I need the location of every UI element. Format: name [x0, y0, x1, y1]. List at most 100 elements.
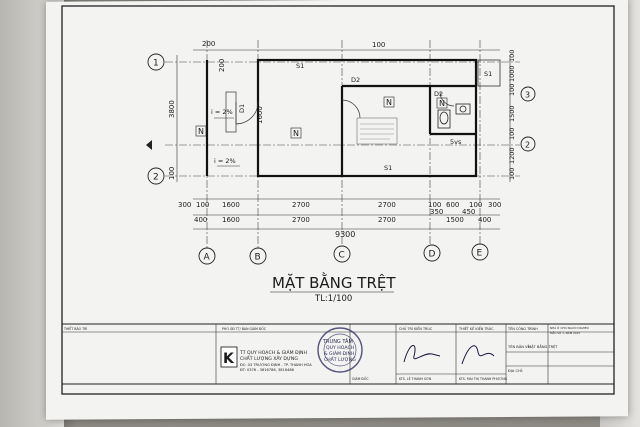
stamp-text: CHẤT LƯỢNG — [324, 355, 356, 363]
dim-text: 1200 — [508, 147, 516, 164]
grid-bubble: E — [477, 249, 483, 259]
dim-text: 300 — [178, 201, 191, 209]
dim-text: 100 — [168, 167, 176, 180]
room-label: N — [439, 99, 445, 108]
dim-text: 350 — [430, 208, 443, 216]
dim-text: 2700 — [292, 216, 310, 224]
dim-text: 2700 — [378, 201, 396, 209]
wc-fixtures — [437, 103, 471, 129]
left-col-header: THIẾT BẢO TRÌ — [63, 325, 87, 331]
dept-header: PHÓ GĐ TT/ BAN GIÁM ĐỐC — [222, 326, 267, 331]
dim-text: 400 — [194, 216, 207, 224]
grid-bubbles-side: 1 2 3 2 — [147, 53, 536, 185]
grid-bubble: D — [429, 250, 436, 260]
window-label: S1 — [484, 70, 492, 78]
dim-text: 200 — [202, 40, 215, 48]
designer-name: KTS. LÊ THANH SƠN — [399, 376, 432, 381]
room-label: N — [386, 98, 392, 107]
col-header: CHỦ TRÌ KIẾN TRÚC — [399, 325, 433, 331]
address-label: ĐỊA CHỈ: — [508, 368, 523, 373]
company-address: ĐC: 03 TRƯƠNG ĐỊNH - TP. THANH HÓA — [240, 362, 312, 367]
window-label: S1 — [384, 164, 392, 172]
slope-text: i = 2% — [214, 157, 236, 165]
company-phone: ĐT: 0376 - 3816786, 3816486 — [240, 368, 295, 372]
plan-scale: TL:1/100 — [314, 294, 352, 304]
dim-text: 1600 — [222, 201, 240, 209]
dim-text: 1600 — [222, 216, 240, 224]
door-label: D1 — [238, 104, 246, 113]
opening-labels: D1 D2 D2 S1 S1 S1 5vs — [238, 62, 492, 172]
dim-text: 300 — [488, 201, 501, 209]
room-label: N — [198, 127, 204, 136]
company-stamp: TRUNG TÂM QUY HOẠCH & GIÁM ĐỊNH CHẤT LƯỢ… — [317, 327, 363, 373]
drawing-name: MẶT BẰNG TRỆT — [528, 344, 558, 349]
wc-label: 5vs — [450, 138, 462, 146]
grid-bubble: A — [204, 253, 211, 263]
total-dim: 9300 — [335, 230, 355, 239]
dim-text: 100 — [508, 50, 516, 62]
info-board-lines — [360, 123, 394, 140]
grid-bubble: 1 — [153, 59, 159, 69]
dims-top: 200 100 — [202, 40, 385, 49]
dim-text: 2700 — [378, 216, 396, 224]
grid-bubble: C — [339, 251, 345, 261]
designer-name: KTS. MAI THỊ THANH PHƯƠNG — [459, 377, 508, 381]
dims-right: 100 1000 100 1500 100 1200 100 — [508, 50, 516, 180]
dim-text: 1500 — [446, 216, 464, 224]
col-header: THIẾT KẾ KIẾN TRÚC — [458, 325, 494, 331]
stamp-text: & GIÁM ĐỊNH — [324, 350, 354, 357]
dim-text: 2700 — [292, 201, 310, 209]
company-name: CHẤT LƯỢNG XÂY DỰNG — [240, 354, 298, 362]
dim-text: 100 — [508, 128, 516, 140]
window-label: S1 — [296, 62, 304, 70]
dim-text: 100 — [508, 84, 516, 96]
grid-bubble: 2 — [153, 173, 159, 183]
col-header: TÊN CÔNG TRÌNH — [507, 326, 538, 331]
dims-bottom-row1: 300 100 1600 2700 2700 100 600 100 300 — [178, 201, 501, 209]
slope-marks: i = 2% i = 2% — [211, 108, 240, 167]
grid-bubble: 3 — [525, 91, 530, 100]
section-arrow-icon — [146, 140, 152, 150]
dim-text: 100 — [428, 201, 441, 209]
company-name: TT QUY HOẠCH & GIÁM ĐỊNH — [239, 349, 307, 356]
dim-text: 1500 — [508, 105, 516, 122]
plan-title: MẶT BẰNG TRỆT — [272, 271, 396, 292]
project-info: MẪU SỐ 1, NĂM 2015 — [550, 330, 580, 335]
dim-text: 100 — [469, 201, 482, 209]
dim-text: 400 — [478, 216, 491, 224]
grid-bubble: B — [255, 253, 261, 263]
door-swings — [235, 91, 455, 125]
company-logo-letter: K — [223, 351, 235, 367]
dims-left: 3800 100 200 1600 — [168, 59, 264, 180]
stamp-text: TRUNG TÂM — [322, 338, 353, 345]
company-logo — [220, 346, 238, 368]
dim-text: 600 — [446, 201, 459, 209]
dim-text: 1600 — [256, 106, 264, 124]
grid-bubble: 2 — [525, 141, 530, 150]
signature-2 — [461, 345, 495, 365]
room-label: N — [293, 129, 299, 138]
sign-role: GIÁM ĐỐC — [352, 376, 369, 381]
dims-bottom-row2: 400 1600 2700 2700 350 1500 450 400 — [194, 208, 491, 224]
room-labels: N N N N — [195, 96, 448, 139]
dim-text: 200 — [218, 59, 226, 72]
signature-1 — [403, 345, 441, 363]
dim-text: 100 — [508, 168, 516, 180]
door-d1-frame — [225, 91, 237, 133]
project-info: NHÀ Ở CHO NGƯỜI NGHÈO — [550, 325, 590, 330]
drawing-name-label: TÊN BẢN VẼ: — [507, 344, 531, 349]
dim-text: 100 — [196, 201, 209, 209]
info-board — [356, 117, 398, 145]
dim-text: 1000 — [508, 65, 516, 82]
slope-text: i = 2% — [211, 108, 233, 116]
dim-text: 100 — [372, 41, 385, 49]
grid-bubbles-bottom: A B C D E — [198, 243, 489, 265]
title-block: THIẾT BẢO TRÌ PHÓ GĐ TT/ BAN GIÁM ĐỐC CH… — [61, 323, 615, 385]
exterior-step — [477, 59, 501, 87]
dim-text: 450 — [462, 208, 475, 216]
dimension-lines — [176, 49, 511, 230]
walls — [205, 58, 478, 178]
door-label: D2 — [434, 90, 443, 98]
dim-text: 3800 — [168, 100, 176, 118]
